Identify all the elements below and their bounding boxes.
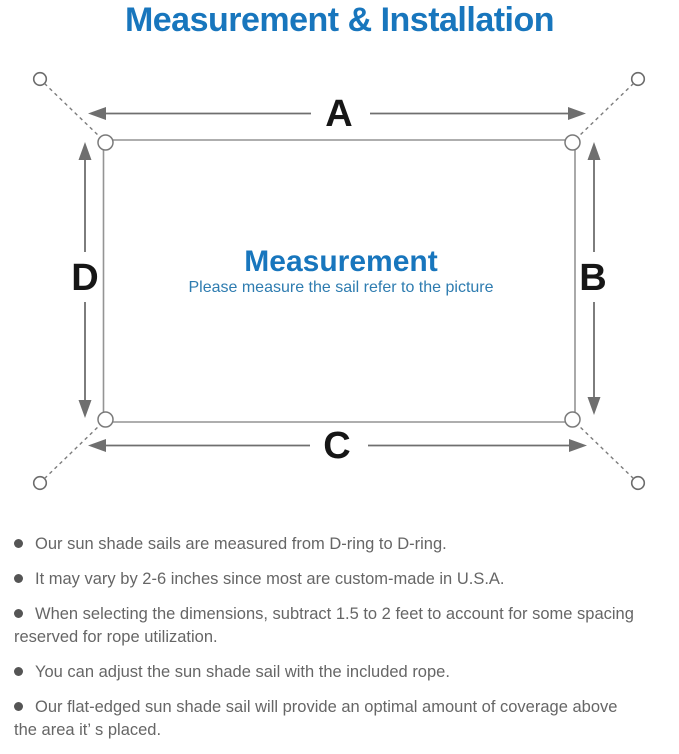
bullet-icon [14, 701, 23, 711]
dimension-arrow-c [88, 439, 587, 452]
dimension-label-b: B [579, 257, 606, 299]
anchor-ring-icon [32, 475, 48, 491]
page-title: Measurement & Installation [124, 1, 555, 39]
note-text: It may vary by 2-6 inches since most are… [35, 570, 505, 588]
rope-line [577, 424, 634, 480]
bullet-icon [14, 573, 23, 583]
rope-line [577, 82, 634, 138]
note-text: Our flat-edged sun shade sail will provi… [14, 698, 618, 739]
measurement-diagram: A B C D Measurement Please measure the s… [32, 71, 646, 491]
rope-line [44, 82, 101, 138]
note-text: When selecting the dimensions, subtract … [14, 605, 634, 646]
d-ring-icon [97, 134, 114, 151]
note-text: You can adjust the sun shade sail with t… [35, 663, 450, 681]
note-item: Our sun shade sails are measured from D-… [14, 533, 676, 556]
note-item: When selecting the dimensions, subtract … [14, 603, 676, 649]
bullet-icon [14, 666, 23, 676]
dimension-label-d: D [71, 257, 98, 299]
note-item: You can adjust the sun shade sail with t… [14, 661, 676, 684]
measurement-subheading: Please measure the sail refer to the pic… [188, 279, 493, 296]
dimension-label-c: C [323, 425, 350, 467]
note-item: Our flat-edged sun shade sail will provi… [14, 696, 676, 742]
d-ring-icon [564, 411, 581, 428]
note-text: Our sun shade sails are measured from D-… [35, 535, 447, 553]
notes-list: Our sun shade sails are measured from D-… [14, 533, 676, 754]
dimension-arrow-b [587, 142, 601, 415]
sail-outline [102, 139, 576, 423]
d-ring-icon [97, 411, 114, 428]
bullet-icon [14, 538, 23, 548]
bullet-icon [14, 608, 23, 618]
measurement-heading: Measurement [244, 245, 437, 278]
dimension-label-a: A [325, 93, 352, 135]
anchor-ring-icon [630, 71, 646, 87]
dimension-arrow-a [88, 107, 586, 120]
d-ring-icon [564, 134, 581, 151]
dimension-arrow-d [78, 142, 92, 418]
note-item: It may vary by 2-6 inches since most are… [14, 568, 676, 591]
rope-line [44, 424, 101, 480]
anchor-ring-icon [32, 71, 48, 87]
anchor-ring-icon [630, 475, 646, 491]
